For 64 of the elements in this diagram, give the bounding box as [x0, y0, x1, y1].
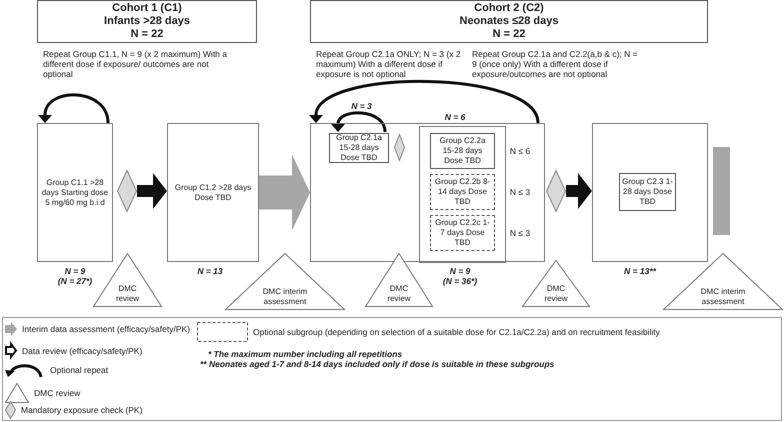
- dmc-triangle: [663, 253, 783, 310]
- exposure-check-diamond: [546, 170, 566, 212]
- group-box: [430, 133, 495, 169]
- group-box: [329, 133, 389, 163]
- legend-label: Data review (efficacy/safety/PK): [22, 346, 142, 356]
- group-label: Group C1.2 >28 days Dose TBD: [174, 182, 252, 202]
- arrow: [566, 173, 592, 209]
- legend-label: Mandatory exposure check (PK): [21, 405, 142, 415]
- sample-size-label: N ≤ 3: [508, 187, 532, 197]
- heading-text: Neonates ≤28 days: [460, 15, 558, 28]
- sample-size-label: N = 9: [448, 266, 472, 276]
- sample-size-label: N = 13**: [623, 266, 658, 276]
- group-label: Group C1.1 >28 days Starting dose 5 mg/60 mg b.i.d: [40, 178, 110, 208]
- repeat-note: Repeat Group C2.1a ONLY; N = 3 (x 2 maximum) With a different dose if exposure is not optional: [316, 49, 462, 79]
- dmc-triangle: [365, 253, 433, 307]
- dmc-triangle: [522, 260, 590, 307]
- dmc-label: DMC interim assessment: [262, 287, 308, 307]
- group-box: [167, 123, 259, 262]
- dmc-label: DMC interim assessment: [700, 287, 746, 307]
- group-label: Group C2.1a 15-28 days Dose TBD: [335, 133, 383, 163]
- legend-label: Interim data assessment (efficacy/safety/PK): [22, 324, 190, 334]
- heading-text: Infants >28 days: [104, 15, 190, 28]
- heading-text: Cohort 1 (C1): [112, 2, 182, 15]
- interim-assessment-bar: [713, 147, 730, 235]
- dmc-label: DMC review: [386, 284, 412, 304]
- exposure-check-diamond: [117, 170, 137, 212]
- sample-size-label: (N = 27*): [56, 276, 94, 286]
- cohort-header-box: [310, 0, 708, 43]
- arrow: [259, 154, 310, 230]
- group-label: Group C2.3 1-28 days Dose TBD: [621, 177, 674, 207]
- group-label: Group C2.2a 15-28 days Dose TBD: [438, 136, 486, 166]
- sample-size-label: N ≤ 6: [508, 146, 532, 156]
- heading-text: N = 22: [492, 28, 526, 41]
- repeat-note: Repeat Group C1.1, N = 9 (x 2 maximum) With a different dose if exposure/ outcomes are not optional: [43, 49, 228, 79]
- edge-label: N = 3: [350, 101, 373, 111]
- dmc-triangle: [93, 253, 162, 307]
- sample-size-label: N = 6: [444, 112, 466, 122]
- cohort-panel: [310, 123, 545, 262]
- group-box: [37, 123, 113, 262]
- arrow: [137, 173, 167, 209]
- legend-label: Optional repeat: [50, 365, 108, 375]
- repeat-note: Repeat Group C2.1a and C2.2(a,b & c); N = 9 (once only) With a different dose if exposure/outcomes are not optional: [472, 49, 639, 79]
- exposure-check-diamond: [394, 134, 405, 161]
- heading-text: N = 22: [130, 28, 164, 41]
- repeat-arrow: [310, 80, 540, 124]
- legend-label: DMC review: [34, 388, 80, 398]
- dmc-triangle: [225, 253, 345, 310]
- footnote: ** Neonates aged 1-7 and 8-14 days included only if dose is suitable in these subgroups: [200, 359, 554, 369]
- cohort-header-box: [37, 0, 257, 43]
- footnote: * The maximum number including all repetitions: [208, 349, 402, 359]
- sample-size-label: N = 9: [64, 266, 86, 276]
- group-label: Group C2.2c 1-7 days Dose TBD: [434, 218, 491, 248]
- heading-text: Cohort 2 (C2): [474, 2, 544, 15]
- repeat-arrow: [331, 111, 386, 132]
- group-label: Group C2.2b 8-14 days Dose TBD: [434, 177, 492, 207]
- group-panel: [592, 123, 708, 262]
- sample-size-label: (N = 36*): [442, 276, 478, 286]
- subgroup-panel: [419, 126, 506, 263]
- dmc-label: DMC review: [543, 284, 569, 304]
- legend-label: Optional subgroup (depending on selection of a suitable dose for C2.1a/C2.2a) and on recruitment feasibility: [253, 327, 660, 337]
- sample-size-label: N ≤ 3: [508, 228, 532, 238]
- sample-size-label: N = 13: [196, 266, 224, 276]
- repeat-arrow: [38, 94, 110, 124]
- dmc-label: DMC review: [114, 284, 140, 304]
